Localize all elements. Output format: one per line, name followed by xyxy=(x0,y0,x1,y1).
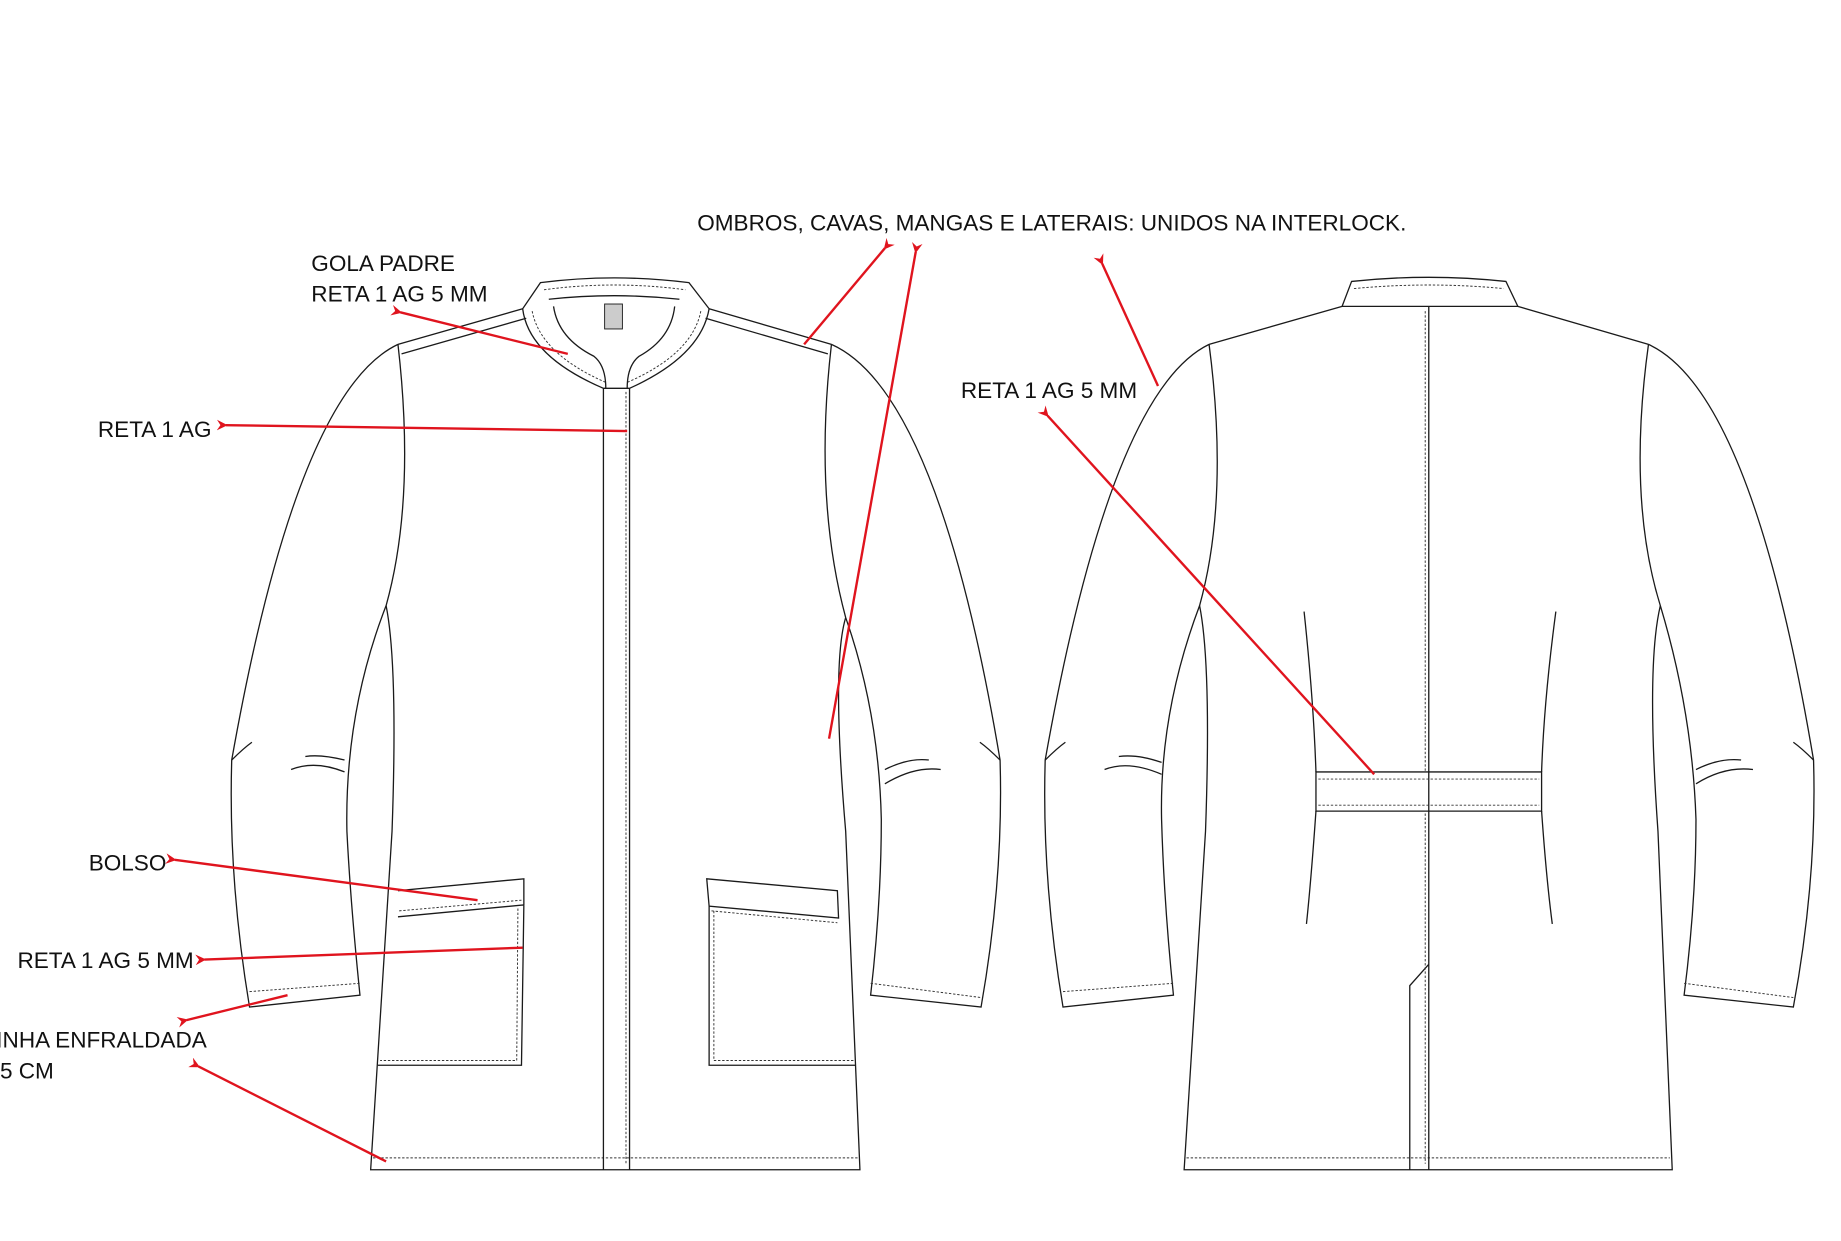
back-jacket xyxy=(1044,276,1815,1171)
front-right-sleeve xyxy=(824,343,1002,1008)
arrow-pocket xyxy=(165,853,478,902)
arrow-body-hem xyxy=(188,1057,387,1163)
back-shoulders xyxy=(1208,305,1649,346)
back-belt-stitch: RETA 1 AG 5 MM xyxy=(961,378,1137,403)
collar-stitch: RETA 1 AG 5 MM xyxy=(311,282,487,307)
arrow-back-sleeve-seam xyxy=(1093,253,1160,387)
pocket-stitch: RETA 1 AG 5 MM xyxy=(17,948,193,973)
arrow-side-seam xyxy=(827,242,923,739)
back-body xyxy=(1183,605,1673,1171)
front-body xyxy=(369,605,861,1171)
hem-label-line2: 2,5 CM xyxy=(0,1058,54,1083)
seams-note: OMBROS, CAVAS, MANGAS E LATERAIS: UNIDOS… xyxy=(697,210,1406,235)
front-placket xyxy=(602,388,631,1170)
arrow-back-belt xyxy=(1037,405,1376,776)
back-collar xyxy=(1341,276,1519,308)
front-jacket xyxy=(230,277,1002,1171)
front-right-pocket xyxy=(706,878,856,1066)
back-left-sleeve xyxy=(1044,343,1218,1008)
arrow-pocket-stitch xyxy=(195,946,523,966)
front-left-sleeve xyxy=(230,343,406,1008)
front-left-pocket xyxy=(377,878,525,1066)
arrow-shoulder-seam xyxy=(803,237,895,346)
placket-stitch: RETA 1 AG xyxy=(98,417,212,442)
annotation-arrows xyxy=(165,237,1376,1163)
back-right-sleeve xyxy=(1639,343,1815,1008)
annotation-labels: OMBROS, CAVAS, MANGAS E LATERAIS: UNIDOS… xyxy=(0,210,1406,1083)
arrow-placket xyxy=(216,419,628,433)
arrow-collar xyxy=(390,304,569,356)
center-back-seam xyxy=(1409,306,1430,1170)
arrow-sleeve-hem xyxy=(176,994,288,1028)
back-darts xyxy=(1303,611,1557,925)
pocket-label: BOLSO xyxy=(89,850,167,875)
collar-title: GOLA PADRE xyxy=(311,251,455,276)
front-collar xyxy=(521,277,710,389)
neck-label-tag xyxy=(604,303,623,330)
hem-label-line1: BAINHA ENFRALDADA xyxy=(0,1027,207,1052)
